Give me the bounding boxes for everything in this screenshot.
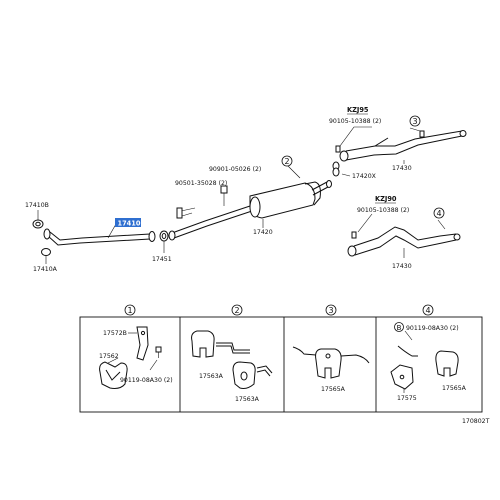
highlight-17410[interactable] xyxy=(115,218,141,227)
label-90105-kzj95: 90105-10388 (2) xyxy=(329,118,381,125)
hanger-rubber-17563A-lower[interactable] xyxy=(232,361,256,389)
figure-code: 170802T xyxy=(462,418,490,425)
gasket-17410B[interactable] xyxy=(32,219,44,229)
label-kzj95: KZJ95 xyxy=(347,106,369,114)
bracket-17572B[interactable] xyxy=(136,326,149,361)
label-17420X: 17420X xyxy=(352,173,377,180)
svg-text:4: 4 xyxy=(436,209,441,218)
gasket-17410A[interactable] xyxy=(41,248,51,256)
hanger-detail-frame xyxy=(79,316,483,413)
label-17563A-upper: 17563A xyxy=(199,373,224,380)
svg-text:3: 3 xyxy=(328,306,333,315)
hanger-rubber-17565A-panel4[interactable] xyxy=(435,350,459,377)
bolt-90119-panel1[interactable] xyxy=(155,346,162,358)
label-17562: 17562 xyxy=(99,353,119,360)
panel-4-header: 4 xyxy=(422,304,434,316)
tail-pipe-17430-kzj90[interactable] xyxy=(347,226,461,257)
label-90501: 90501-35028 (2) xyxy=(175,180,227,187)
panel-1-header: 1 xyxy=(124,304,136,316)
label-17420: 17420 xyxy=(253,229,273,236)
callout-circle-2: 2 xyxy=(281,155,293,167)
svg-text:1: 1 xyxy=(127,306,132,315)
label-17563A-lower: 17563A xyxy=(235,396,260,403)
svg-text:3: 3 xyxy=(412,117,417,126)
label-90901: 90901-05026 (2) xyxy=(209,166,261,173)
front-pipe-17410[interactable] xyxy=(43,228,156,246)
callout-B: B xyxy=(394,322,404,332)
label-17410[interactable]: 17410 xyxy=(118,219,141,227)
insulator-17562[interactable] xyxy=(99,361,128,389)
label-90119-panel1: 90119-08A30 (2) xyxy=(120,377,173,384)
leader-lines xyxy=(37,126,446,264)
bolt-90105-kzj90[interactable] xyxy=(351,231,357,239)
bracket-17575[interactable] xyxy=(390,364,414,390)
label-17410B: 17410B xyxy=(25,202,49,209)
center-pipe-muffler-17420[interactable] xyxy=(168,180,332,241)
label-17410A: 17410A xyxy=(33,266,58,273)
callout-circle-4: 4 xyxy=(433,207,445,219)
svg-text:4: 4 xyxy=(425,306,430,315)
bolt-90501[interactable] xyxy=(176,207,196,219)
svg-text:2: 2 xyxy=(234,306,239,315)
svg-text:B: B xyxy=(397,324,402,332)
label-17451: 17451 xyxy=(152,256,172,263)
label-17565A-panel3: 17565A xyxy=(321,386,346,393)
label-90119-panel4: 90119-08A30 (2) xyxy=(406,325,459,332)
label-17575: 17575 xyxy=(397,395,417,402)
label-kzj90: KZJ90 xyxy=(375,195,397,203)
label-17565A-panel4: 17565A xyxy=(442,385,467,392)
hanger-90901[interactable] xyxy=(220,185,228,206)
label-17430-kzj90: 17430 xyxy=(392,263,412,270)
panel-3-header: 3 xyxy=(325,304,337,316)
label-17572B: 17572B xyxy=(103,330,127,337)
label-90105-kzj90: 90105-10388 (2) xyxy=(357,207,409,214)
bolt-90105-kzj95[interactable] xyxy=(335,130,425,153)
svg-text:2: 2 xyxy=(284,157,289,166)
tail-pipe-17430-kzj95[interactable] xyxy=(339,130,467,162)
gasket-17420X[interactable] xyxy=(332,161,340,177)
hanger-rubber-17563A-upper[interactable] xyxy=(191,330,215,358)
gasket-17451[interactable] xyxy=(159,230,169,242)
label-17430-kzj95: 17430 xyxy=(392,165,412,172)
panel-2-header: 2 xyxy=(231,304,243,316)
hanger-rubber-17565A-panel3[interactable] xyxy=(315,348,342,379)
callout-circle-3: 3 xyxy=(409,115,421,127)
